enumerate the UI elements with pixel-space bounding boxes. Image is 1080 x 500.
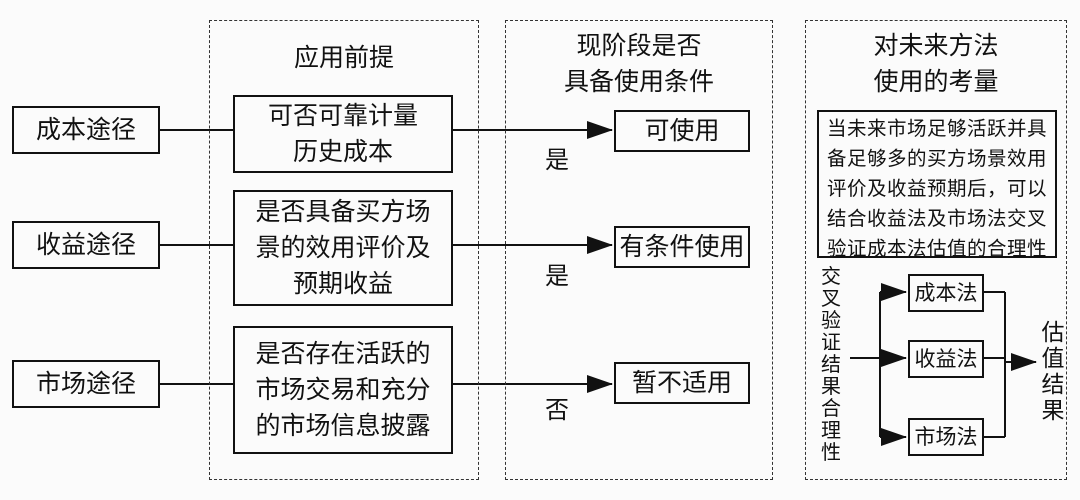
premise-header: 应用前提: [293, 43, 394, 72]
future-note-box: 当未来市场足够活跃并具备足够多的买方场景效用评价及收益预期后，可以结合收益法及市…: [817, 110, 1057, 260]
method-market-box: 市场法: [908, 418, 984, 456]
approach-market-box: 市场途径: [12, 360, 160, 408]
condition-income-box: 有条件使用: [614, 226, 750, 268]
condition-header: 现阶段是否 具备使用条件: [563, 31, 714, 96]
premise-market-box: 是否存在活跃的 市场交易和充分 的市场信息披露: [233, 326, 453, 454]
answer-label-income: 是: [545, 262, 569, 290]
premise-cost-box: 可否可靠计量 历史成本: [233, 95, 453, 173]
condition-cost-box: 可使用: [614, 110, 750, 152]
condition-market-box: 暂不适用: [614, 362, 750, 404]
answer-label-market: 否: [545, 396, 569, 424]
condition-column-frame: [505, 20, 773, 480]
premise-column-frame: [209, 20, 479, 480]
answer-label-cost: 是: [545, 146, 569, 174]
method-income-box: 收益法: [908, 340, 984, 378]
method-cost-box: 成本法: [908, 274, 984, 312]
future-column-frame: [805, 20, 1067, 480]
cross-check-label: 交叉验证结果合理性: [821, 264, 841, 464]
approach-income-box: 收益途径: [12, 221, 160, 269]
future-header: 对未来方法 使用的考量: [873, 31, 999, 96]
approach-cost-box: 成本途径: [12, 106, 160, 154]
premise-income-box: 是否具备买方场 景的效用评价及 预期收益: [233, 190, 453, 306]
valuation-result-label: 估值结果: [1041, 320, 1065, 424]
